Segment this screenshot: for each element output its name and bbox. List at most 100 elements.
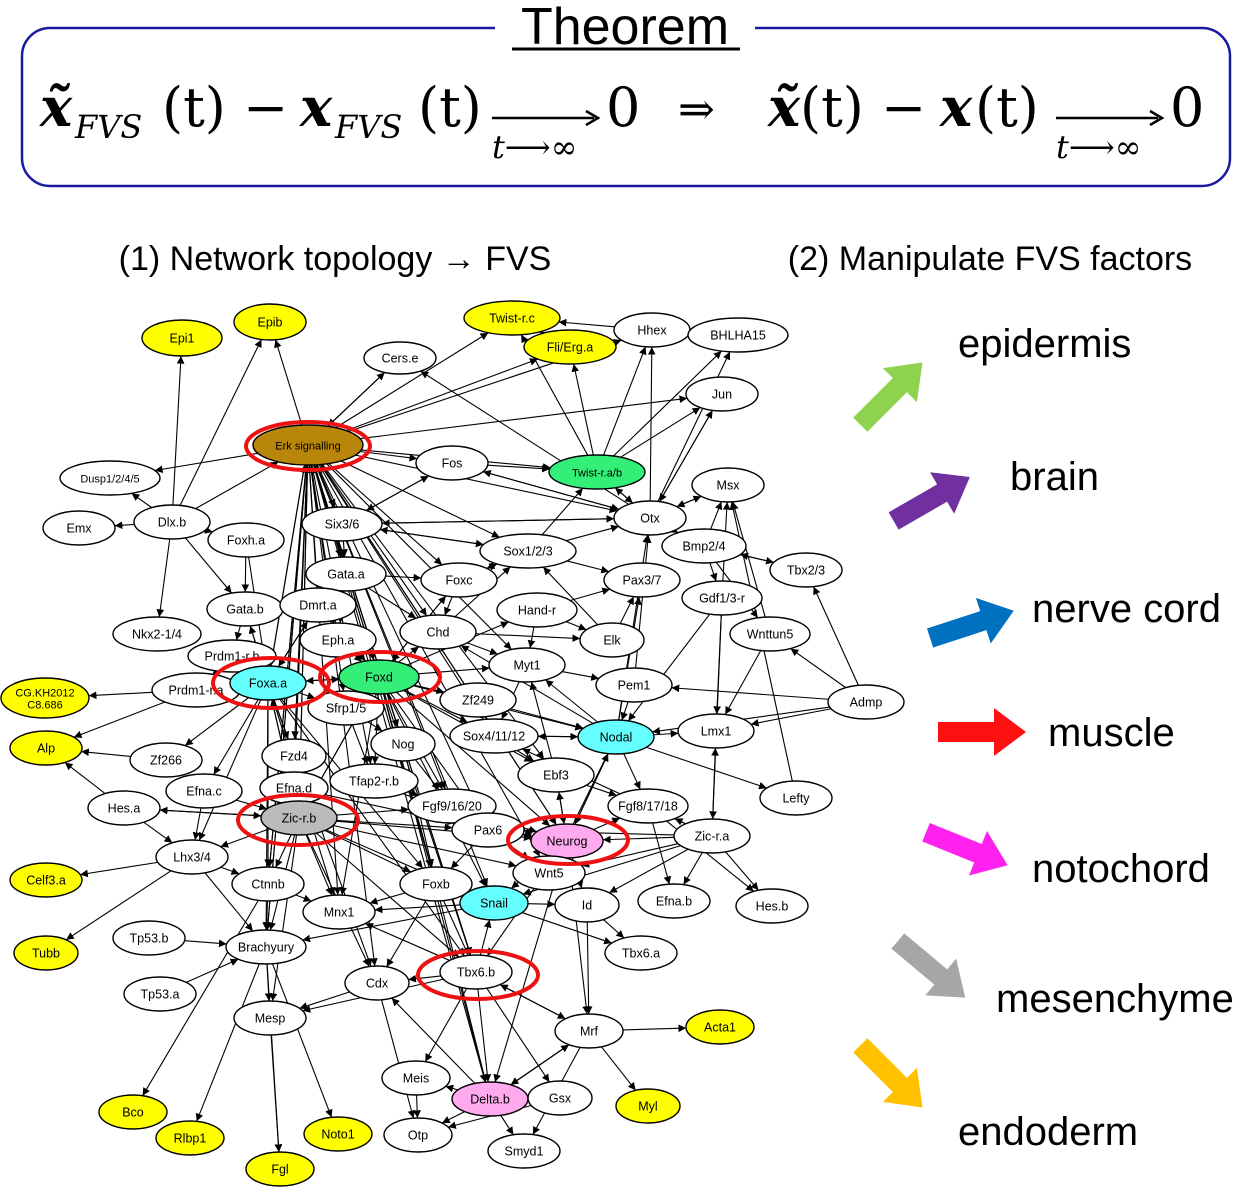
edge-dlxb-to-epi1	[172, 355, 185, 506]
gene-node-label: Nodal	[600, 731, 633, 745]
gene-node-label: Cers.e	[382, 352, 419, 366]
gene-node-shape	[488, 647, 566, 683]
gene-node-shape	[301, 506, 383, 542]
gene-node-label: Hhex	[637, 324, 667, 338]
tissue-notochord: notochord	[922, 822, 1210, 891]
edge-six36-to-sox123	[379, 528, 484, 548]
gene-node-gdf1-3-r: Gdf1/3-r	[681, 580, 763, 616]
gene-node-mesp: Mesp	[233, 1000, 307, 1036]
tissue-label-notochord: notochord	[1032, 847, 1210, 891]
gene-node-shape	[112, 616, 202, 652]
gene-node-label: Zic-r.a	[695, 830, 730, 844]
gene-node-label: BHLHA15	[710, 329, 766, 343]
eq-lhs-b: x	[299, 75, 333, 139]
edge-erk-to-dusp	[154, 452, 259, 474]
gene-node-label: Neurog	[547, 835, 588, 849]
gene-node-shape	[577, 719, 655, 755]
gene-node-label: Pem1	[618, 679, 651, 693]
gene-node-shape	[595, 667, 673, 703]
gene-node-bmp2-4: Bmp2/4	[661, 528, 747, 564]
gene-node-tbx6-b: Tbx6.b	[439, 954, 513, 990]
gene-node-shape	[517, 757, 595, 793]
gene-node-brachyury: Brachyury	[225, 929, 307, 965]
tissue-nerve-cord: nerve cord	[926, 587, 1221, 648]
gene-node-fzd4: Fzd4	[261, 738, 327, 774]
gene-node-label: Tbx2/3	[787, 564, 825, 578]
gene-node-shape	[677, 713, 755, 749]
edge-gataa-to-foxc	[385, 573, 422, 582]
edge-foxb-to-mnx1	[369, 892, 406, 905]
gene-node-rlbp1: Rlbp1	[155, 1120, 225, 1156]
gene-node-epi1: Epi1	[141, 319, 223, 357]
gene-node-shape	[383, 1117, 453, 1153]
gene-node-tp53-a: Tp53.a	[123, 976, 197, 1012]
gene-node-label: Celf3.a	[26, 874, 66, 888]
gene-node-label: Mesp	[255, 1012, 286, 1026]
gene-node-shape	[459, 885, 529, 921]
gene-node-shape	[415, 445, 489, 481]
gene-node-shape	[554, 1013, 624, 1049]
gene-node-shape	[769, 552, 843, 588]
gene-node-shape	[479, 533, 577, 569]
gene-node-celf3-a: Celf3.a	[9, 862, 83, 898]
edge-zf266-to-alp	[81, 748, 131, 758]
edge-otx-to-hhex	[647, 346, 656, 502]
tissue-endoderm: endoderm	[853, 1038, 1138, 1154]
edge-dlxb-to-emx	[114, 521, 135, 530]
edge-tbx6b-to-mnx1	[365, 923, 450, 961]
tissue-arrow-endoderm	[853, 1038, 923, 1108]
eq-zero-left: 0	[606, 76, 640, 139]
edge-ctnnb-to-bco	[142, 900, 259, 1096]
gene-node-label: Twist-r.c	[489, 312, 535, 326]
gene-node-tbx6-a: Tbx6.a	[604, 935, 678, 971]
gene-node-label: Bco	[122, 1106, 144, 1120]
gene-node-shape	[329, 763, 419, 799]
gene-node-label: Tbx6.b	[457, 966, 495, 980]
edge-sfrp15-to-tfap2	[351, 724, 369, 765]
edge-id-to-tbx6a	[603, 919, 625, 939]
heading-network-topology: (1) Network topology → FVS	[119, 240, 552, 278]
edge-erk-to-otx	[355, 454, 618, 514]
gene-node-shape	[9, 862, 83, 898]
edge-neurog-to-fgf8	[593, 817, 621, 831]
edge-mrf-to-tbx6b	[499, 984, 566, 1020]
gene-node-jun: Jun	[685, 376, 759, 412]
edge-foxb-to-deltab	[439, 900, 488, 1083]
gene-node-label: C8.686	[27, 700, 62, 712]
gene-node-ctnnb: Ctnnb	[231, 866, 305, 902]
edge-deltab-to-meis	[445, 1084, 459, 1093]
gene-node-ebf3: Ebf3	[517, 757, 595, 793]
edge-prdm1ra-to-cgkh	[88, 691, 153, 700]
gene-node-label: Foxh.a	[227, 534, 265, 548]
gene-node-shape	[735, 888, 809, 924]
gene-node-msx: Msx	[691, 467, 765, 503]
edge-cdx-to-otp	[381, 999, 416, 1119]
gene-node-label: Bmp2/4	[682, 540, 725, 554]
gene-node-chd: Chd	[399, 614, 477, 650]
edge-erk-to-epib	[274, 339, 303, 426]
gene-node-label: Sfrp1/5	[326, 702, 366, 716]
edge-lhx34-to-celf3	[80, 861, 158, 878]
edge-twistab-to-hhex	[603, 346, 647, 456]
gene-node-foxd: Foxd	[338, 659, 420, 695]
gene-node-zic-r-a: Zic-r.a	[673, 818, 751, 854]
tissue-label-endoderm: endoderm	[958, 1110, 1138, 1154]
gene-node-shape	[463, 300, 561, 336]
gene-node-shape	[129, 742, 203, 778]
gene-node-label: Dusp1/2/4/5	[80, 474, 139, 486]
gene-node-label: Brachyury	[238, 941, 295, 955]
edge-foxb-to-tbx6b	[443, 900, 469, 956]
gene-node-zf266: Zf266	[129, 742, 203, 778]
gene-node-gsx: Gsx	[527, 1080, 593, 1116]
gene-node-shape	[523, 329, 617, 365]
fvs-ring-zic-r-b	[236, 793, 360, 847]
gene-node-sox1-2-3: Sox1/2/3	[479, 533, 577, 569]
edge-nodal-to-fgf8	[623, 753, 641, 790]
gene-node-shape	[399, 866, 473, 902]
edge-brachyury-to-rlbp1	[195, 963, 260, 1122]
gene-node-shape	[9, 730, 83, 766]
gene-node-gata-a: Gata.a	[305, 556, 387, 592]
edge-foxd-to-neurog	[396, 691, 551, 827]
edge-fos-to-twistab	[487, 464, 550, 473]
